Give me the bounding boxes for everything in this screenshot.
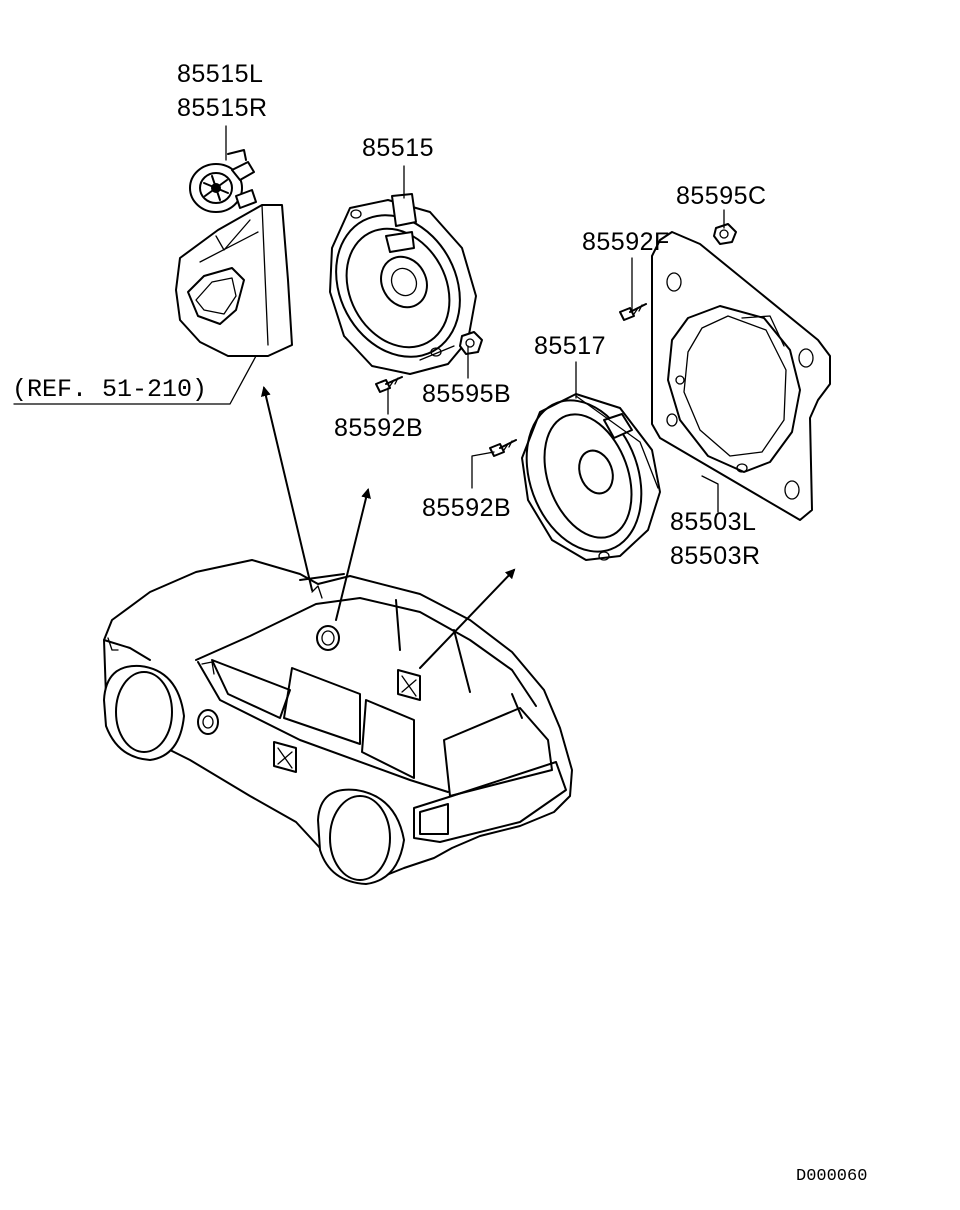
vehicle-outline bbox=[103, 559, 573, 885]
screw-85592b-rear-part[interactable] bbox=[489, 439, 517, 457]
leader-lines bbox=[13, 125, 725, 513]
pillar-garnish-part[interactable] bbox=[175, 204, 293, 357]
location-arrows bbox=[260, 386, 516, 669]
label-85595b[interactable]: 85595B bbox=[422, 380, 511, 408]
screw-85592f-part[interactable] bbox=[619, 303, 647, 321]
diagram-code: D000060 bbox=[796, 1167, 867, 1186]
label-85595c[interactable]: 85595C bbox=[676, 182, 767, 210]
nut-85595c-part[interactable] bbox=[713, 223, 737, 245]
label-reference[interactable]: (REF. 51-210) bbox=[12, 375, 207, 404]
speaker-bracket-part[interactable] bbox=[651, 231, 831, 521]
label-85515[interactable]: 85515 bbox=[362, 134, 434, 162]
label-85503r[interactable]: 85503R bbox=[670, 542, 761, 570]
rear-speaker-part[interactable] bbox=[507, 384, 662, 568]
label-85515r[interactable]: 85515R bbox=[177, 94, 268, 122]
screw-85592b-front-part[interactable] bbox=[375, 376, 403, 393]
label-85592b-rear[interactable]: 85592B bbox=[422, 494, 511, 522]
label-85515l[interactable]: 85515L bbox=[177, 60, 263, 88]
label-85517[interactable]: 85517 bbox=[534, 332, 606, 360]
label-85592b-front[interactable]: 85592B bbox=[334, 414, 423, 442]
label-85592f[interactable]: 85592F bbox=[582, 228, 670, 256]
part-labels: 85515L 85515R 85515 85595C 85592F 85517 … bbox=[12, 60, 867, 1186]
nut-85595b-part[interactable] bbox=[459, 331, 483, 355]
label-85503l[interactable]: 85503L bbox=[670, 508, 756, 536]
tweeter-part[interactable] bbox=[189, 149, 257, 213]
front-speaker-part[interactable] bbox=[312, 193, 484, 378]
